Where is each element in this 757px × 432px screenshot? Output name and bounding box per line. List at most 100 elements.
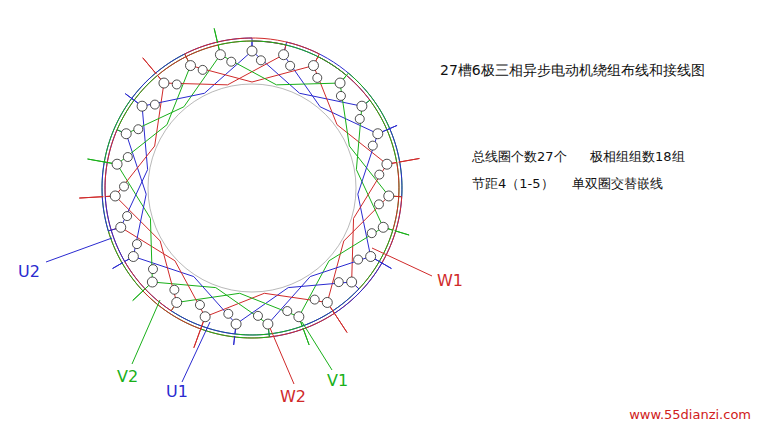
slot (172, 297, 182, 307)
slot (384, 191, 394, 201)
slot (132, 240, 141, 249)
coil (327, 196, 388, 302)
slot (279, 50, 289, 60)
jumper-wire (88, 159, 106, 162)
jumper-wire (79, 197, 103, 198)
jumper-wire (303, 328, 309, 345)
jumper-wire (125, 94, 132, 99)
slot (286, 61, 295, 70)
slot (134, 125, 143, 134)
coil (102, 98, 138, 231)
coil (171, 307, 302, 335)
coil (105, 130, 129, 262)
jumper-wire (389, 125, 397, 129)
slot (159, 78, 169, 88)
slot (382, 159, 392, 169)
slot (263, 319, 273, 329)
coil (191, 66, 314, 82)
slot (335, 78, 345, 88)
coil (218, 41, 346, 79)
terminal-label: V2 (117, 368, 138, 386)
slot (227, 57, 236, 66)
jumper-wire (143, 58, 156, 74)
coil (366, 100, 399, 230)
slot (283, 307, 292, 316)
terminal-label: U1 (166, 383, 188, 401)
coil (115, 83, 164, 196)
jumper-wire (133, 290, 144, 300)
jumper-wire (234, 336, 235, 345)
coil (201, 307, 335, 338)
coil (285, 42, 390, 132)
title: 27槽6极三相异步电动机绕组布线和接线图 (440, 62, 705, 78)
slot (123, 212, 132, 221)
slot (374, 200, 383, 209)
coil (316, 57, 397, 164)
slot (322, 297, 332, 307)
slot (347, 277, 357, 287)
coil (313, 66, 386, 165)
slot (375, 170, 384, 179)
note: 节距4（1-5） (472, 177, 554, 192)
slot (215, 50, 225, 60)
slot (357, 101, 367, 111)
slot (373, 129, 383, 139)
note: 总线圈个数27个 (472, 150, 567, 165)
coil (340, 83, 389, 196)
coil (133, 257, 236, 325)
slot (354, 255, 363, 264)
slot (256, 56, 265, 65)
jumper-wire (381, 263, 391, 269)
lead-wire (270, 328, 294, 384)
coil (343, 73, 402, 197)
slot (195, 300, 204, 309)
stator-bore (148, 84, 356, 292)
lead-wire (46, 238, 112, 262)
slot (172, 80, 181, 89)
coil (126, 55, 220, 134)
slot (366, 252, 376, 262)
slot (294, 312, 304, 322)
slot (120, 182, 129, 191)
note: 极相组组数18组 (590, 150, 685, 165)
coil (284, 55, 378, 134)
jumper-wire (334, 312, 347, 332)
coil (117, 45, 219, 132)
lead-wire (132, 300, 160, 364)
slot (313, 73, 322, 82)
slot (334, 278, 343, 287)
coil (236, 282, 352, 324)
slot (147, 277, 157, 287)
terminal-label: W1 (437, 272, 463, 290)
slot (368, 141, 377, 150)
slot (367, 229, 376, 238)
slot (198, 65, 207, 74)
slot (355, 114, 364, 123)
watermark: www.55dianzi.com (629, 408, 751, 423)
slot (310, 295, 319, 304)
terminal-label: W2 (280, 388, 306, 406)
coil (268, 259, 381, 337)
terminal-label: U2 (18, 263, 40, 281)
slot (224, 309, 233, 318)
jumper-wire (395, 231, 409, 235)
coil (152, 282, 268, 324)
slot (123, 153, 132, 162)
lead-wire (302, 322, 332, 370)
slot (378, 222, 388, 232)
slot (336, 91, 345, 100)
lead-wire (372, 248, 432, 276)
coil (121, 106, 148, 227)
slot (150, 100, 159, 109)
coil (268, 257, 371, 325)
slot (247, 46, 257, 56)
coil (177, 293, 299, 316)
slot (116, 222, 126, 232)
coil (105, 196, 174, 311)
note: 单双圈交替嵌线 (572, 177, 663, 192)
coil (132, 38, 252, 103)
slot (200, 312, 210, 322)
coil (252, 51, 362, 106)
jumper-wire (194, 328, 201, 348)
coil (117, 66, 190, 165)
